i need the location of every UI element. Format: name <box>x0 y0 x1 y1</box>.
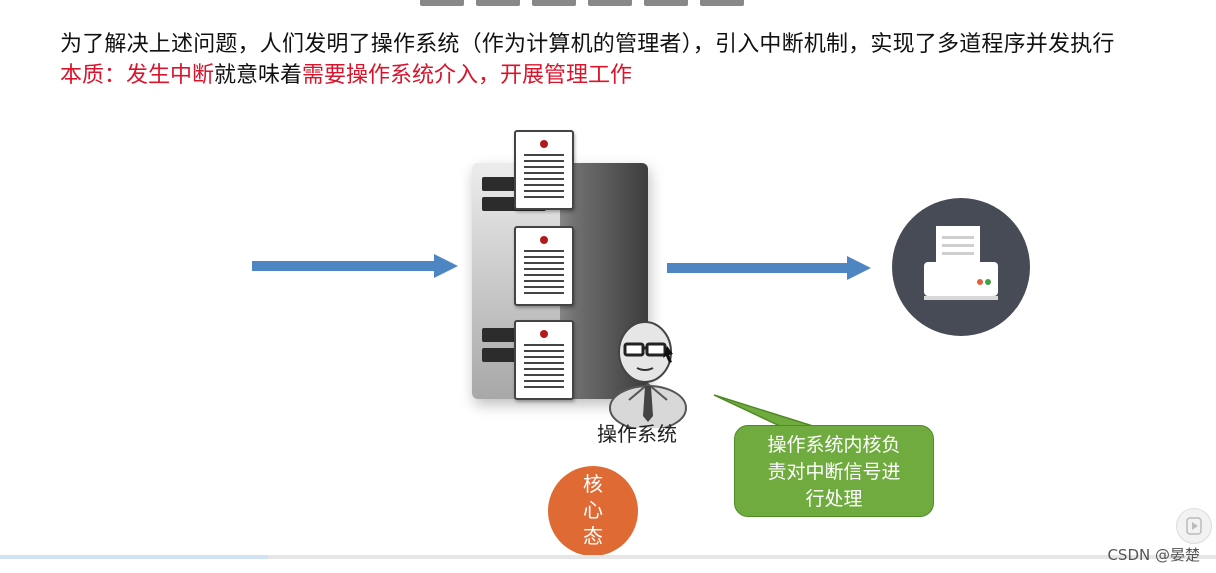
output-arrow-icon <box>667 256 871 280</box>
slide-text-line-1: 为了解决上述问题，人们发明了操作系统（作为计算机的管理者），引入中断机制，实现了… <box>60 32 1115 57</box>
slide-text-line-2: 本质：发生中断就意味着需要操作系统介入，开展管理工作 <box>60 57 632 89</box>
top-tab <box>476 0 520 6</box>
input-arrow-icon <box>252 254 458 278</box>
video-progress-fill <box>0 555 268 559</box>
top-tabs-strip <box>420 0 744 6</box>
top-tab <box>644 0 688 6</box>
printer-icon <box>892 198 1030 336</box>
interrupt-handling-callout: 操作系统内核负 责对中断信号进 行处理 <box>734 425 934 517</box>
document-icon <box>514 226 574 306</box>
person-icon <box>609 321 687 428</box>
callout-line: 责对中断信号进 <box>767 461 901 483</box>
essence-connector: 就意味着 <box>214 63 303 88</box>
document-icon <box>514 320 574 400</box>
top-tab <box>588 0 632 6</box>
essence-highlight-1: 本质：发生中断 <box>60 63 215 88</box>
play-icon[interactable] <box>1176 508 1212 544</box>
kernel-mode-badge: 核 心 态 <box>548 466 638 556</box>
video-progress-bar[interactable] <box>0 555 1216 559</box>
top-tab <box>420 0 464 6</box>
document-icon <box>514 130 574 210</box>
essence-highlight-2: 需要操作系统介入，开展管理工作 <box>302 63 633 88</box>
kernel-char: 心 <box>583 498 603 522</box>
callout-line: 操作系统内核负 <box>767 434 901 456</box>
kernel-char: 核 <box>583 472 603 496</box>
kernel-char: 态 <box>583 524 603 548</box>
os-label: 操作系统 <box>597 422 677 446</box>
top-tab <box>532 0 576 6</box>
callout-line: 行处理 <box>805 488 863 510</box>
watermark: CSDN @晏楚 <box>1107 546 1200 564</box>
top-tab <box>700 0 744 6</box>
